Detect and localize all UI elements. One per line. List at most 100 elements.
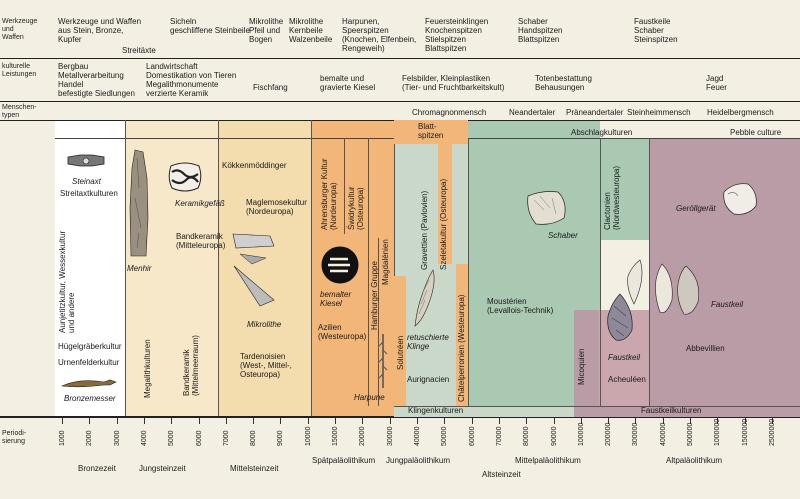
axis-tick-label: 50000 [441,426,448,446]
klingen-box [394,406,601,417]
period-jungsteinzeit: Jungsteinzeit [139,464,186,473]
blattspitzen-box [394,120,468,144]
axis-tick-label: 100000 [578,422,585,446]
axis-tick [199,418,200,424]
human-heidelberg: Heidelbergmensch [707,108,774,117]
axis-tick [663,418,664,424]
axis-tick-label: 7000 [223,430,230,446]
solutreen-label: Solutréen [396,335,405,370]
axis-tick [417,418,418,424]
culture-landwirtschaft: Landwirtschaft Domestikation von Tieren … [146,62,237,98]
magdalenien-label: Magdalénien [381,239,390,285]
axis-tick-label: 9000 [277,430,284,446]
tools-faustkeile: Faustkeile Schaber Steinspitzen [634,17,678,44]
period-altpalaeolithikum: Altpaläolithikum [666,456,723,465]
faustkeil-b-label: Faustkeil [711,300,744,309]
abbevillien-label: Abbevillien [686,344,725,353]
period-mittelsteinzeit: Mittelsteinzeit [230,464,279,473]
axis-tick [472,418,473,424]
tools-sicheln: Sicheln geschliffene Steinbeile [170,17,250,35]
culture-bergbau: Bergbau Metallverarbeitung Handel befest… [58,62,135,98]
bronzemesser-label: Bronzemesser [64,394,116,403]
megalith-label: Megalithkulturen [143,339,152,398]
band-upper-paleolithic [394,120,468,416]
axis-tick [308,418,309,424]
period-bronzezeit: Bronzezeit [78,464,116,473]
axis-tick-label: 4000 [141,430,148,446]
band-clactonien [600,138,649,240]
streitaxt-label: Streitaxtkulturen [60,189,118,198]
bandkeramik-vertical: Bandkeramik (Mittelmeerraum) [182,335,200,396]
axis-tick [526,418,527,424]
axis-tick-label: 8000 [250,430,257,446]
harpune-label: Harpune [354,393,385,402]
divider [394,120,395,416]
keramikgefaess-label: Keramikgefäß [175,199,225,208]
axis-tick [89,418,90,424]
divider [600,138,601,406]
axis-tick [608,418,609,424]
axis-tick [280,418,281,424]
axis-tick-label: 90000 [551,426,558,446]
band-mesolithic [218,120,311,416]
hamburger-label: Hamburger Gruppe [370,261,379,330]
faustkeil-a-label: Faustkeil [608,353,641,362]
axis-tick-label: 2500000 [769,418,776,446]
axis-tick [745,418,746,424]
steinaxt-icon [67,154,105,167]
axis-tick-label: 1500000 [742,418,749,446]
divider [468,138,469,416]
divider [368,138,369,406]
axis-tick-label: 80000 [523,426,530,446]
huegelgraeber-label: Hügelgräberkultur [58,342,122,351]
band-bronze [55,120,125,416]
axis-tick [635,418,636,424]
axis-tick [717,418,718,424]
mikrolithe-label: Mikrolithe [247,320,282,329]
szeleta-box [438,144,452,264]
urnenfelder-label: Urnenfelderkultur [58,358,120,367]
micoquien-label: Micoquien [577,348,586,385]
tools-mikrolithe-1: Mikrolithe Pfeil und Bogen [249,17,284,44]
divider [378,238,379,406]
menhir-label: Menhir [127,264,152,273]
faustkeilkulturen-label: Faustkeilkulturen [641,406,702,415]
pebble-label: Pebble culture [730,128,782,137]
clactonien-label: Clactonien (Nordwesteuropa) [603,165,621,230]
axis-tick-label: 500000 [687,422,694,446]
axis-tick-label: 20000 [359,426,366,446]
aurignacien-label: Aurignacien [407,375,450,384]
axis-tick [554,418,555,424]
band-micoquien [574,310,599,406]
divider [649,138,650,416]
ahrensburger-label: Ahrensburger Kultur (Nordeuropa) [320,158,338,230]
axis-tick-label: 3000 [114,430,121,446]
label-kulturelle: kulturelle Leistungen [2,63,37,78]
human-praeneandertaler: Präneandertaler [566,108,624,117]
faustkeil-a-icon [607,293,633,341]
band-lower-paleolithic [649,138,800,416]
axis-tick-label: 2000 [86,430,93,446]
axis-tick [690,418,691,424]
harpune-icon [378,334,388,388]
axis-tick-label: 30000 [387,426,394,446]
tools-streitaexte: Streitäxte [122,46,156,55]
schaber-label: Schaber [548,231,578,240]
axis-tick-label: 5000 [168,430,175,446]
human-neandertaler: Neandertaler [509,108,556,117]
mousterien-label: Moustérien (Levallois-Technik) [487,297,554,315]
culture-kiesel: bemalte und gravierte Kiesel [320,74,376,92]
divider [0,416,800,418]
steinaxt-label: Steinaxt [72,177,101,186]
axis-tick-label: 70000 [496,426,503,446]
divider [125,120,126,416]
schaber-icon [527,191,566,225]
axis-tick [335,418,336,424]
axis-tick-label: 1000 [59,430,66,446]
tools-schaber: Schaber Handspitzen Blattspitzen [518,17,563,44]
axis-tick-label: 15000 [332,426,339,446]
gravettien-label: Gravettien (Pavlovien) [420,190,429,270]
tardenoisien-label: Tardenoisien (West-, Mittel-, Osteuropa) [240,352,292,379]
axis-tick [62,418,63,424]
axis-tick-label: 300000 [632,422,639,446]
